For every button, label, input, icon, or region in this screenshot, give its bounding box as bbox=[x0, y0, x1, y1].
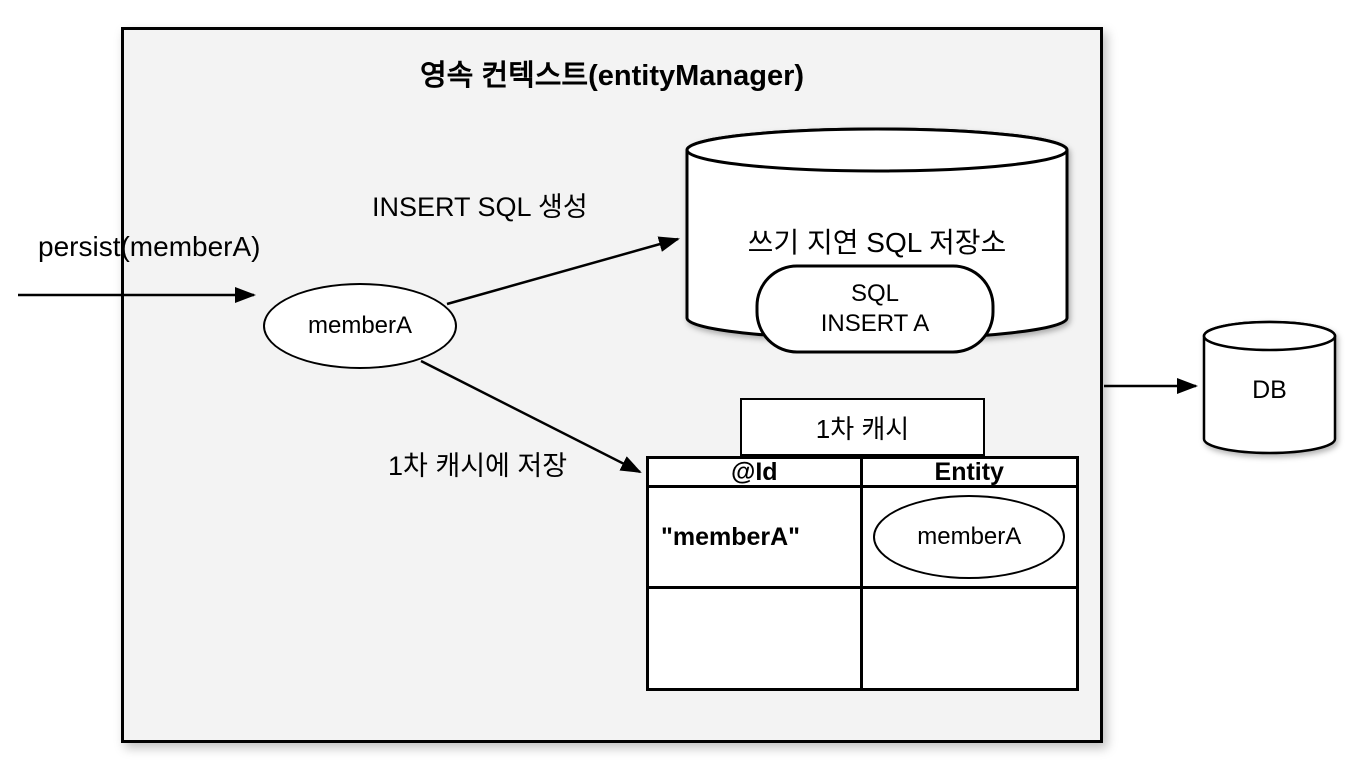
sql-item-pill bbox=[755, 264, 995, 354]
cached-entity-label: memberA bbox=[917, 523, 1022, 550]
cache-row0-entity: memberA bbox=[862, 488, 1076, 589]
cache-row1-id bbox=[649, 589, 863, 688]
persistence-context-title: 영속 컨텍스트(entityManager) bbox=[419, 60, 805, 92]
first-level-cache-label-box: 1차 캐시 bbox=[740, 398, 985, 456]
save-cache-arrow-label: 1차 캐시에 저장 bbox=[388, 451, 568, 481]
sql-item-line1: SQL bbox=[850, 280, 900, 307]
db-cylinder bbox=[1202, 320, 1337, 455]
sql-item-text: SQL INSERT A bbox=[757, 268, 993, 350]
cached-entity-ellipse: memberA bbox=[873, 495, 1066, 579]
db-label: DB bbox=[1252, 375, 1287, 404]
cache-row0-id: "memberA" bbox=[649, 488, 863, 589]
sql-item-line2: INSERT A bbox=[820, 310, 930, 337]
entity-ellipse: memberA bbox=[263, 283, 457, 369]
first-level-cache-label: 1차 캐시 bbox=[815, 413, 910, 444]
cache-row1-entity bbox=[863, 589, 1077, 688]
cache-header-entity: Entity bbox=[862, 458, 1076, 488]
persist-call-label: persist(memberA) bbox=[38, 231, 261, 262]
sql-store-title: 쓰기 지연 SQL 저장소 bbox=[747, 227, 1007, 258]
cache-header-id: @Id bbox=[649, 458, 863, 488]
insert-sql-arrow-label: INSERT SQL 생성 bbox=[372, 192, 588, 222]
first-level-cache-table: @Id Entity "memberA" memberA bbox=[646, 456, 1079, 691]
entity-ellipse-label: memberA bbox=[307, 312, 413, 339]
save-cache-arrow bbox=[420, 359, 642, 474]
insert-sql-arrow bbox=[446, 236, 680, 306]
